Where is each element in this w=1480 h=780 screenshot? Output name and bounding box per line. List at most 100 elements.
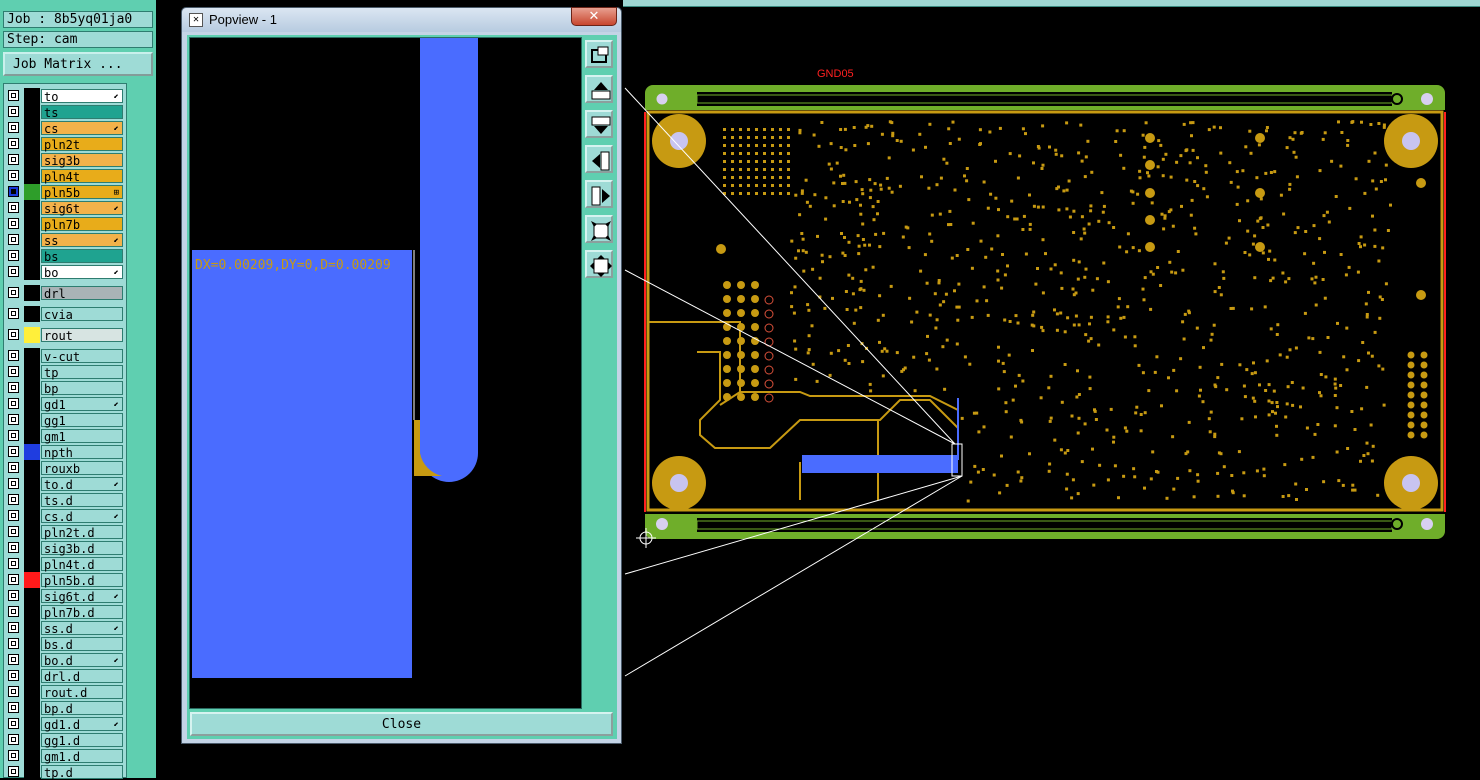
layer-color-swatch[interactable]: [24, 152, 40, 168]
layer-color-swatch[interactable]: [24, 684, 40, 700]
layer-row-drl[interactable]: drl: [5, 285, 123, 301]
layer-row-npth[interactable]: npth: [5, 444, 123, 460]
layer-row-gm1[interactable]: gm1: [5, 428, 123, 444]
layer-color-swatch[interactable]: [24, 364, 40, 380]
layer-color-swatch[interactable]: [24, 216, 40, 232]
layer-checkbox[interactable]: [8, 478, 19, 489]
layer-color-swatch[interactable]: [24, 104, 40, 120]
layer-checkbox[interactable]: [8, 686, 19, 697]
layer-row-bo[interactable]: bo⬋: [5, 264, 123, 280]
layer-checkbox[interactable]: [8, 138, 19, 149]
layer-color-swatch[interactable]: [24, 476, 40, 492]
layer-checkbox[interactable]: [8, 606, 19, 617]
layer-checkbox[interactable]: [8, 702, 19, 713]
layer-row-v-cut[interactable]: v-cut: [5, 348, 123, 364]
layer-name[interactable]: sig3b: [41, 153, 123, 168]
layer-color-swatch[interactable]: [24, 540, 40, 556]
layer-checkbox[interactable]: [8, 734, 19, 745]
layer-color-swatch[interactable]: [24, 732, 40, 748]
layer-color-swatch[interactable]: [24, 168, 40, 184]
layer-name[interactable]: gd1.d⬋: [41, 717, 123, 732]
layer-name[interactable]: to⬋: [41, 89, 123, 104]
layer-color-swatch[interactable]: [24, 428, 40, 444]
layer-color-swatch[interactable]: [24, 668, 40, 684]
layer-color-swatch[interactable]: [24, 327, 40, 343]
layer-checkbox[interactable]: [8, 218, 19, 229]
layer-row-pln5b[interactable]: pln5b⊞: [5, 184, 123, 200]
layer-checkbox[interactable]: [8, 542, 19, 553]
layer-name[interactable]: cs.d⬋: [41, 509, 123, 524]
layer-row-tp.d[interactable]: tp.d: [5, 764, 123, 780]
layer-name[interactable]: cvia: [41, 307, 123, 322]
layer-name[interactable]: to.d⬋: [41, 477, 123, 492]
layer-row-pln4t.d[interactable]: pln4t.d: [5, 556, 123, 572]
layer-checkbox[interactable]: [8, 234, 19, 245]
layer-name[interactable]: bo.d⬋: [41, 653, 123, 668]
layer-name[interactable]: pln7b.d: [41, 605, 123, 620]
layer-name[interactable]: bo⬋: [41, 265, 123, 280]
layer-name[interactable]: pln7b: [41, 217, 123, 232]
layer-name[interactable]: pln2t: [41, 137, 123, 152]
zoom-window-tool[interactable]: [585, 40, 613, 68]
layer-color-swatch[interactable]: [24, 306, 40, 322]
layer-color-swatch[interactable]: [24, 748, 40, 764]
layer-row-gd1[interactable]: gd1⬋: [5, 396, 123, 412]
window-close-button[interactable]: ✕: [571, 7, 617, 26]
layer-checkbox[interactable]: [8, 462, 19, 473]
layer-row-pln5b.d[interactable]: pln5b.d: [5, 572, 123, 588]
layer-row-sig3b.d[interactable]: sig3b.d: [5, 540, 123, 556]
layer-list-scrollbar[interactable]: [128, 83, 155, 778]
layer-checkbox[interactable]: [8, 308, 19, 319]
layer-checkbox[interactable]: [8, 494, 19, 505]
layer-color-swatch[interactable]: [24, 412, 40, 428]
layer-color-swatch[interactable]: [24, 444, 40, 460]
job-matrix-button[interactable]: Job Matrix ...: [3, 52, 153, 76]
layer-checkbox[interactable]: [8, 170, 19, 181]
layer-row-cs.d[interactable]: cs.d⬋: [5, 508, 123, 524]
layer-checkbox[interactable]: [8, 510, 19, 521]
layer-name[interactable]: gm1.d: [41, 749, 123, 764]
layer-checkbox[interactable]: [8, 250, 19, 261]
layer-color-swatch[interactable]: [24, 200, 40, 216]
close-button[interactable]: Close: [190, 712, 613, 736]
layer-color-swatch[interactable]: [24, 348, 40, 364]
layer-row-bp[interactable]: bp: [5, 380, 123, 396]
layer-checkbox[interactable]: [8, 622, 19, 633]
layer-row-rout[interactable]: rout: [5, 327, 123, 343]
layer-checkbox[interactable]: [8, 90, 19, 101]
layer-row-ts[interactable]: ts: [5, 104, 123, 120]
layer-name[interactable]: ss⬋: [41, 233, 123, 248]
layer-checkbox[interactable]: [8, 718, 19, 729]
layer-name[interactable]: bs: [41, 249, 123, 264]
layer-checkbox[interactable]: [8, 122, 19, 133]
zoom-out-tool[interactable]: [585, 250, 613, 278]
layer-row-gg1[interactable]: gg1: [5, 412, 123, 428]
layer-color-swatch[interactable]: [24, 556, 40, 572]
layer-color-swatch[interactable]: [24, 380, 40, 396]
layer-row-bo.d[interactable]: bo.d⬋: [5, 652, 123, 668]
layer-name[interactable]: tp: [41, 365, 123, 380]
layer-color-swatch[interactable]: [24, 620, 40, 636]
layer-color-swatch[interactable]: [24, 492, 40, 508]
layer-row-tp[interactable]: tp: [5, 364, 123, 380]
popview-titlebar[interactable]: ✕ Popview - 1 ✕: [182, 7, 621, 32]
layer-checkbox[interactable]: [8, 186, 19, 197]
layer-checkbox[interactable]: [8, 750, 19, 761]
layer-checkbox[interactable]: [8, 446, 19, 457]
layer-checkbox[interactable]: [8, 266, 19, 277]
layer-row-pln7b.d[interactable]: pln7b.d: [5, 604, 123, 620]
layer-checkbox[interactable]: [8, 398, 19, 409]
pan-right-tool[interactable]: [585, 180, 613, 208]
layer-name[interactable]: pln5b⊞: [41, 185, 123, 200]
layer-row-pln2t[interactable]: pln2t: [5, 136, 123, 152]
layer-color-swatch[interactable]: [24, 604, 40, 620]
layer-row-rouxb[interactable]: rouxb: [5, 460, 123, 476]
layer-name[interactable]: drl: [41, 286, 123, 301]
layer-name[interactable]: pln5b.d: [41, 573, 123, 588]
layer-checkbox[interactable]: [8, 638, 19, 649]
layer-checkbox[interactable]: [8, 430, 19, 441]
layer-name[interactable]: gd1⬋: [41, 397, 123, 412]
zoom-in-tool[interactable]: [585, 215, 613, 243]
layer-name[interactable]: npth: [41, 445, 123, 460]
layer-color-swatch[interactable]: [24, 764, 40, 780]
